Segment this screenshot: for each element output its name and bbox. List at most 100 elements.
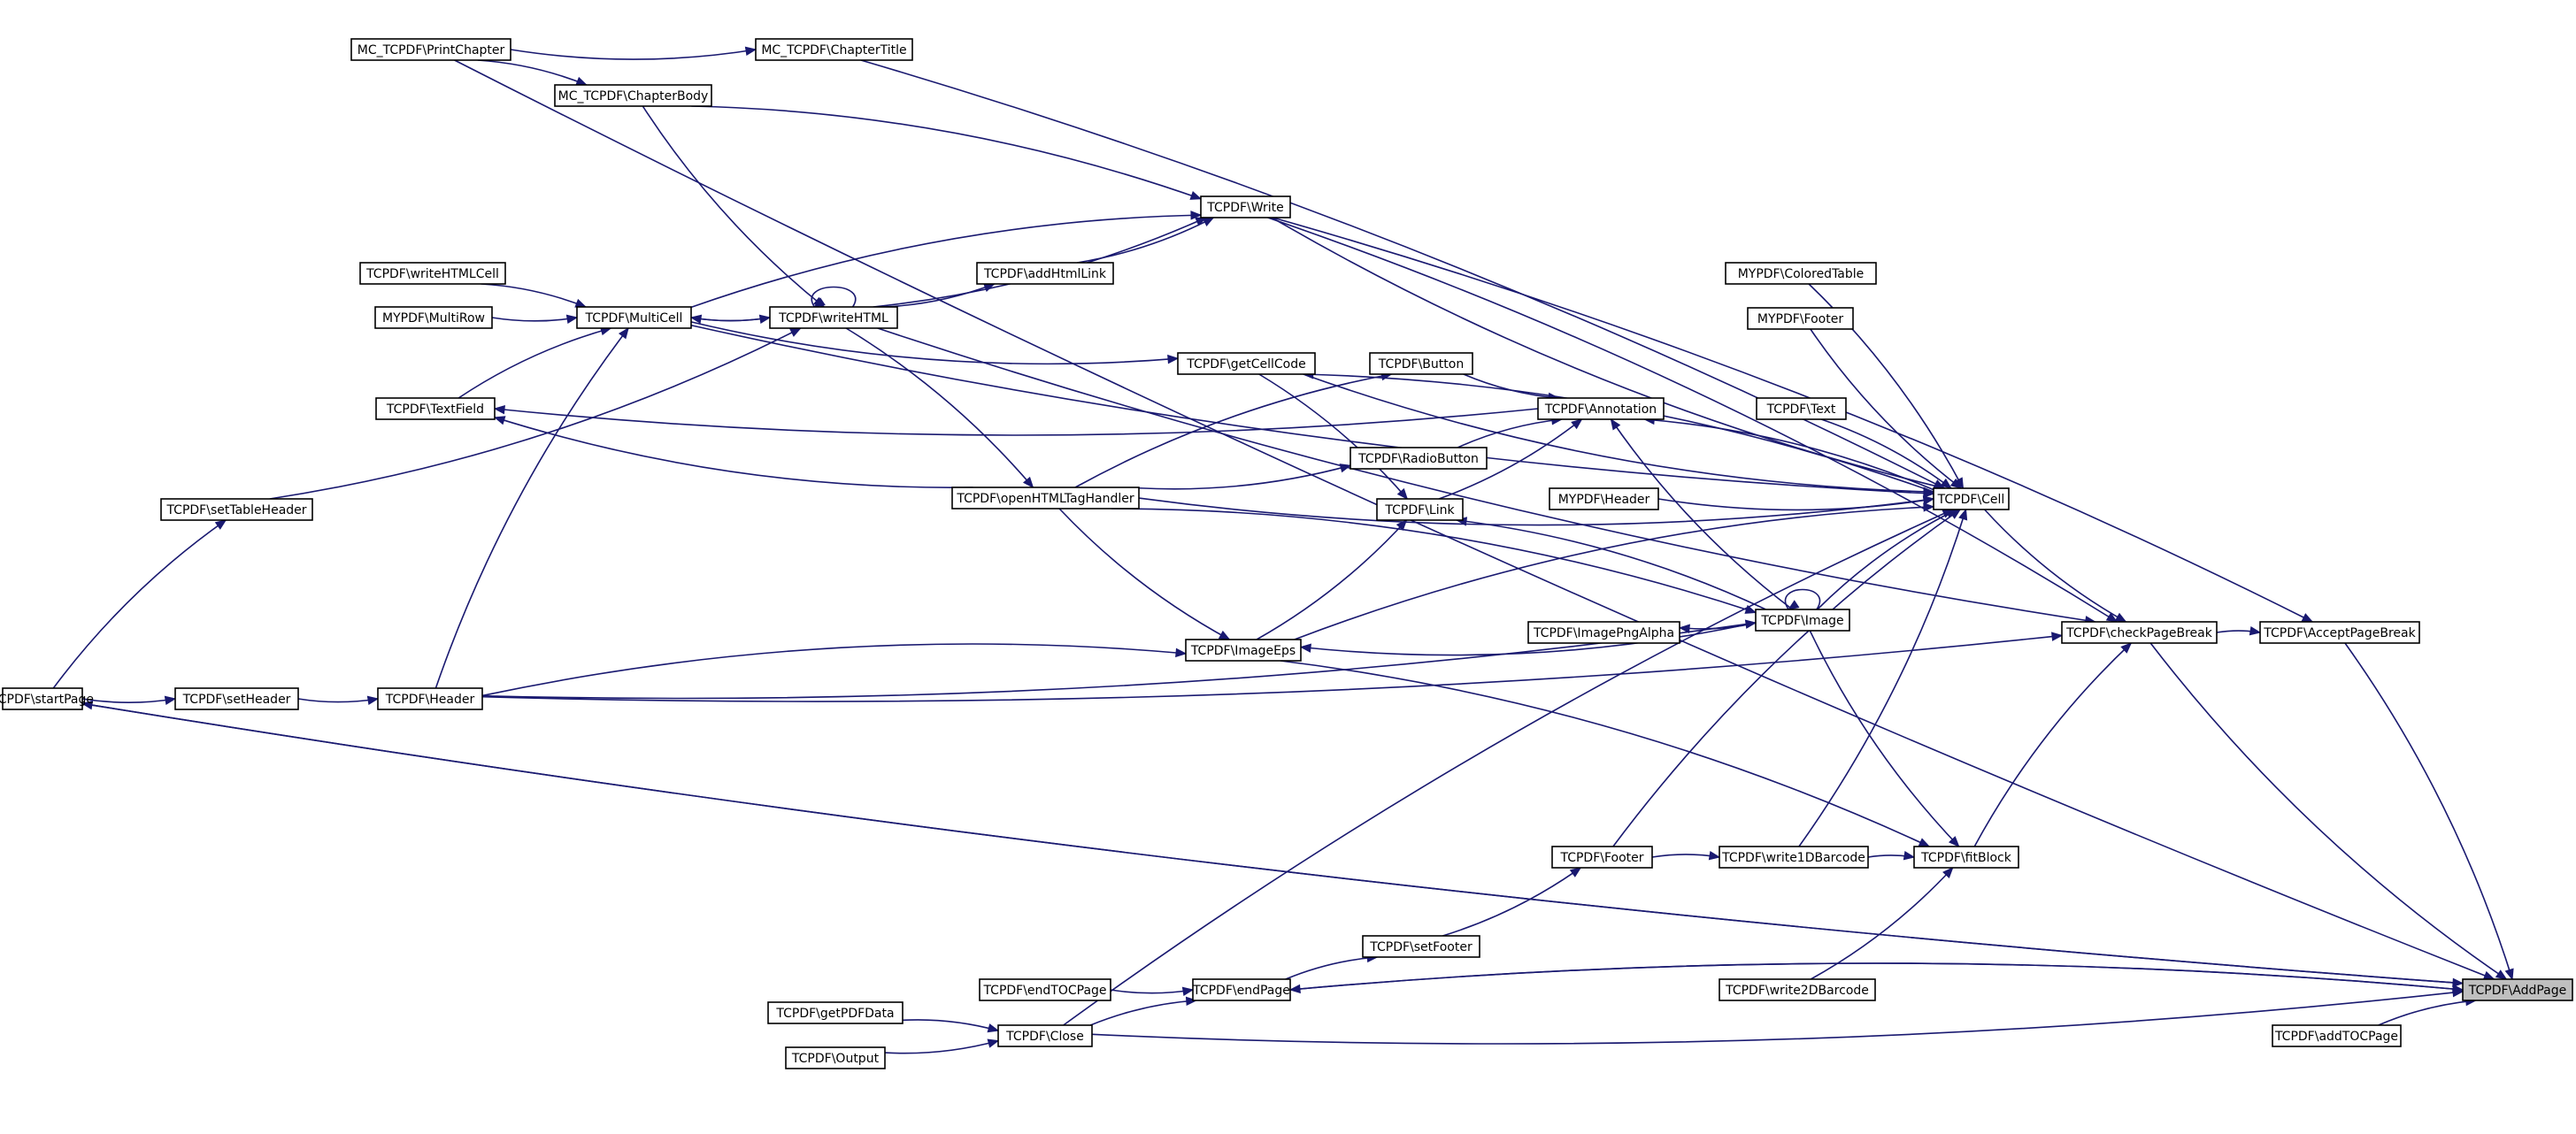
edges-layer	[52, 46, 2514, 1054]
node-setheader[interactable]: TCPDF\setHeader	[174, 687, 299, 710]
edge-chapterbody-to-write	[691, 105, 1203, 200]
arrowhead	[575, 76, 588, 86]
node-label: MYPDF\MultiRow	[382, 311, 485, 326]
arrowhead	[574, 298, 588, 308]
arrowhead	[987, 1038, 1000, 1048]
node-box	[1756, 397, 1847, 420]
node-addhtmllink[interactable]: TCPDF\addHtmlLink	[976, 262, 1114, 285]
node-label: TCPDF\TextField	[386, 402, 484, 417]
edge-line	[690, 324, 1934, 495]
node-image[interactable]: TCPDF\Image	[1755, 609, 1850, 632]
node-cell[interactable]: TCPDF\Cell	[1933, 487, 2010, 510]
node-label: TCPDF\write1DBarcode	[1721, 851, 1865, 865]
node-chapterbody[interactable]: MC_TCPDF\ChapterBody	[554, 84, 712, 107]
node-textfield[interactable]: TCPDF\TextField	[375, 397, 496, 420]
node-addpage[interactable]: TCPDF\AddPage	[2462, 978, 2573, 1001]
node-getcellcode[interactable]: TCPDF\getCellCode	[1177, 352, 1316, 375]
node-output[interactable]: TCPDF\Output	[785, 1046, 886, 1069]
node-write[interactable]: TCPDF\Write	[1200, 195, 1291, 218]
edge-link-to-annotation	[1438, 418, 1583, 500]
node-link[interactable]: TCPDF\Link	[1376, 498, 1464, 521]
edge-line	[884, 1039, 999, 1054]
node-button[interactable]: TCPDF\Button	[1369, 352, 1473, 375]
edge-addtoc-to-addpage	[2378, 996, 2478, 1026]
node-write1d[interactable]: TCPDF\write1DBarcode	[1719, 846, 1869, 869]
node-label: MYPDF\ColoredTable	[1738, 267, 1865, 281]
node-label: TCPDF\AddPage	[2468, 984, 2567, 998]
edge-line	[52, 519, 227, 689]
node-mypdfheader[interactable]: MYPDF\Header	[1549, 487, 1659, 510]
node-endpage[interactable]: TCPDF\endPage	[1192, 978, 1291, 1001]
arrowhead	[1949, 478, 1963, 489]
node-write2d[interactable]: TCPDF\write2DBarcode	[1719, 978, 1876, 1001]
node-mypdftext[interactable]: TCPDF\Text	[1756, 397, 1847, 420]
edge-line	[1285, 956, 1378, 980]
edge-line	[1820, 418, 1952, 489]
edge-line	[690, 214, 1202, 309]
arrowhead	[2120, 642, 2133, 654]
edge-line	[491, 317, 578, 322]
edge-setheader-to-header	[297, 695, 380, 705]
edge-multirow-to-multicell	[491, 314, 579, 324]
edge-line	[691, 105, 1202, 200]
arrowhead	[2114, 612, 2127, 623]
node-label: TCPDF\Footer	[1559, 851, 1643, 865]
node-imageeps[interactable]: TCPDF\ImageEps	[1185, 639, 1302, 662]
node-label: TCPDF\endPage	[1192, 984, 1290, 998]
node-printchapter[interactable]: MC_TCPDF\PrintChapter	[350, 38, 511, 61]
node-annotation[interactable]: TCPDF\Annotation	[1537, 397, 1665, 420]
edge-line	[1442, 867, 1581, 937]
node-startpage[interactable]: TCPDF\startPage	[0, 687, 94, 710]
edge-line	[845, 327, 1034, 488]
edge-line	[1303, 373, 1934, 493]
node-box	[1755, 609, 1850, 632]
node-multirow[interactable]: MYPDF\MultiRow	[374, 306, 493, 329]
edge-image-to-fitblock	[1809, 630, 1960, 847]
edge-line	[1810, 328, 1962, 489]
node-coloredtable[interactable]: MYPDF\ColoredTable	[1725, 262, 1877, 285]
node-mypdffooter[interactable]: MYPDF\Footer	[1747, 307, 1854, 330]
node-setfooter[interactable]: TCPDF\setFooter	[1362, 935, 1480, 958]
node-chaptertitle[interactable]: MC_TCPDF\ChapterTitle	[755, 38, 913, 61]
edge-addpage-to-startpage	[81, 700, 2464, 985]
node-endtoc[interactable]: TCPDF\endTOCPage	[979, 978, 1111, 1001]
node-header[interactable]: TCPDF\Header	[377, 687, 483, 710]
node-box	[997, 1024, 1093, 1047]
node-label: TCPDF\Button	[1378, 357, 1464, 372]
edge-header-to-imageeps	[481, 643, 1188, 697]
node-box	[1719, 978, 1876, 1001]
node-writehtmlcell[interactable]: TCPDF\writeHTMLCell	[359, 262, 506, 285]
node-fitblock[interactable]: TCPDF\fitBlock	[1913, 846, 2019, 869]
edge-mypdftext-to-cell	[1820, 418, 1952, 489]
arrowhead	[1202, 217, 1215, 226]
edge-line	[1798, 509, 1967, 847]
edge-line	[481, 643, 1187, 697]
node-openhtml[interactable]: TCPDF\openHTMLTagHandler	[951, 487, 1140, 510]
node-label: TCPDF\ImageEps	[1190, 644, 1296, 658]
node-box	[755, 38, 913, 61]
edge-line	[1973, 642, 2132, 847]
node-box	[767, 1001, 904, 1024]
edge-cell-to-getcellcode	[1302, 370, 1934, 493]
node-multicell[interactable]: TCPDF\MultiCell	[576, 306, 692, 329]
edge-cell-to-annotation	[1642, 415, 1934, 491]
node-close[interactable]: TCPDF\Close	[997, 1024, 1093, 1047]
edge-printchapter-to-chapterbody	[477, 59, 588, 86]
node-settableheader[interactable]: TCPDF\setTableHeader	[160, 498, 313, 521]
arrowhead	[1918, 838, 1931, 847]
node-imagepng[interactable]: TCPDF\ImagePngAlpha	[1527, 621, 1680, 644]
edge-startpage-to-settableheader	[52, 519, 227, 689]
node-footer[interactable]: TCPDF\Footer	[1551, 846, 1653, 869]
node-writehtml[interactable]: TCPDF\writeHTML	[769, 306, 898, 329]
node-label: TCPDF\getPDFData	[775, 1007, 894, 1021]
edge-line	[1256, 519, 1408, 640]
edge-annotation-to-textfield	[493, 404, 1539, 436]
node-accept[interactable]: TCPDF\AcceptPageBreak	[2259, 621, 2420, 644]
node-label: TCPDF\setFooter	[1369, 940, 1473, 954]
node-addtoc[interactable]: TCPDF\addTOCPage	[2272, 1024, 2402, 1047]
node-checkpb[interactable]: TCPDF\checkPageBreak	[2061, 621, 2218, 644]
edge-image-to-annotation	[1610, 418, 1794, 610]
node-radiobutton[interactable]: TCPDF\RadioButton	[1350, 447, 1488, 470]
node-box	[1913, 846, 2019, 869]
node-getpdf[interactable]: TCPDF\getPDFData	[767, 1001, 904, 1024]
